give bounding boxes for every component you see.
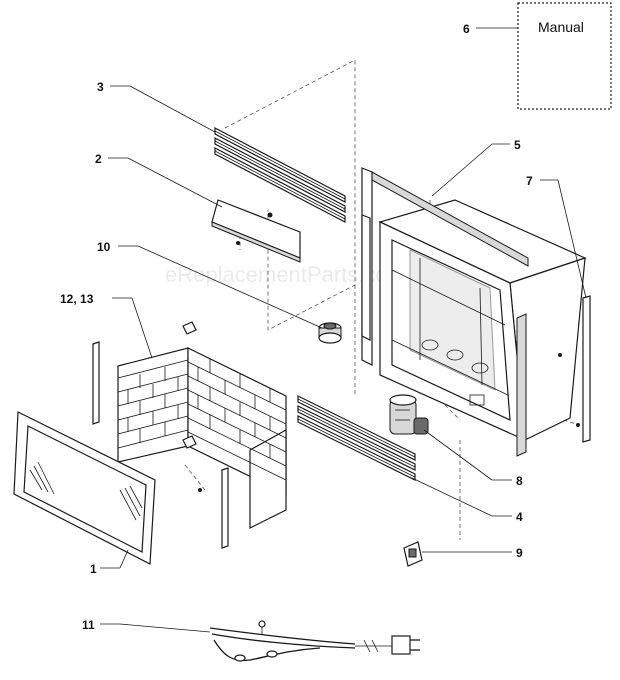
- part-8-blower-motor[interactable]: [389, 394, 429, 435]
- part-10-control-knob[interactable]: [318, 322, 342, 344]
- part-6-manual[interactable]: Manual: [517, 2, 612, 110]
- part-3-trim-rails[interactable]: [214, 127, 346, 223]
- callout-7: 7: [526, 174, 533, 188]
- part-2-top-deflector[interactable]: [211, 199, 301, 263]
- callout-4: 4: [516, 510, 523, 524]
- part-4-lower-trim-rails[interactable]: [297, 395, 416, 481]
- part-11-power-cord[interactable]: [209, 620, 420, 662]
- part-1-glass-door[interactable]: [13, 411, 156, 565]
- callout-2: 2: [95, 152, 102, 166]
- manual-label: Manual: [538, 19, 584, 35]
- callout-6: 6: [463, 22, 470, 36]
- callout-11: 11: [82, 618, 95, 632]
- callout-9: 9: [516, 546, 523, 560]
- callout-12-13: 12, 13: [60, 292, 94, 306]
- callout-10: 10: [97, 240, 111, 254]
- callout-1: 1: [90, 562, 97, 576]
- part-12-13-brick-panels[interactable]: [117, 321, 287, 529]
- part-7-side-strip[interactable]: [558, 295, 591, 443]
- part-9-switch[interactable]: [403, 541, 423, 567]
- callout-8: 8: [516, 474, 523, 488]
- part-5-firebox-cabinet[interactable]: [371, 171, 587, 441]
- callout-3: 3: [97, 80, 104, 94]
- cabinet-right-front-strip[interactable]: [516, 313, 527, 457]
- callout-leaders: [100, 27, 587, 633]
- brick-retainer-strips[interactable]: [92, 341, 229, 549]
- cabinet-left-side-strips[interactable]: [361, 167, 373, 366]
- callout-5: 5: [514, 138, 521, 152]
